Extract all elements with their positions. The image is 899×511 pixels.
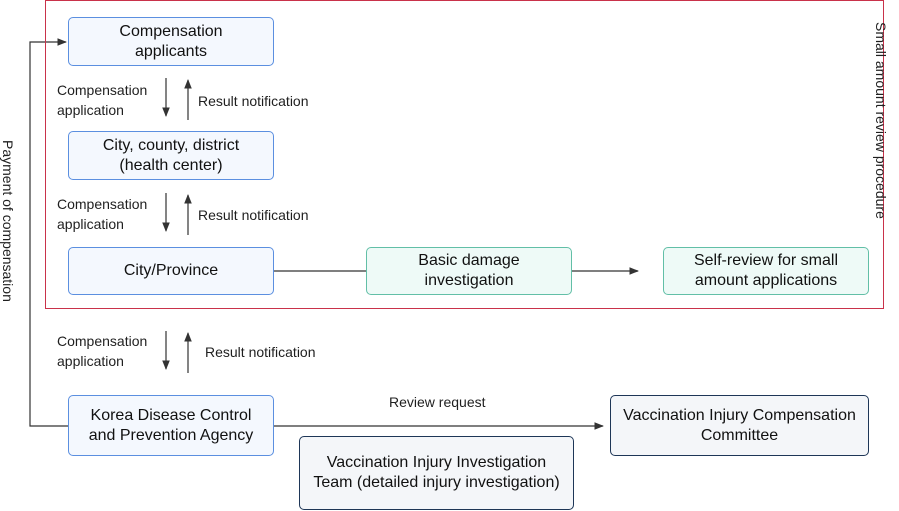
- compensation-committee-text: Vaccination Injury Compensation Committe…: [623, 406, 856, 444]
- region-label: Small amount review procedure: [873, 22, 889, 219]
- label-notification-3: Result notification: [205, 344, 316, 360]
- compensation-applicants-text: Compensation applicants: [119, 22, 223, 60]
- label-notification-2: Result notification: [198, 207, 309, 223]
- payment-label: Payment of compensation: [0, 140, 16, 302]
- basic-damage-investigation-box: Basic damage investigation: [366, 247, 572, 295]
- investigation-team-text: Vaccination Injury Investigation Team (d…: [313, 454, 560, 491]
- label-application-3: Compensation application: [57, 333, 148, 369]
- arrow-payment-loop: [29, 38, 68, 427]
- kdca-text: Korea Disease Control and Prevention Age…: [88, 406, 254, 444]
- compensation-committee-box: Vaccination Injury Compensation Committe…: [610, 395, 869, 456]
- label-application-2: Compensation application: [57, 196, 148, 232]
- label-review-request: Review request: [389, 394, 486, 410]
- investigation-team-box: Vaccination Injury Investigation Team (d…: [299, 436, 574, 510]
- self-review-text: Self-review for small amount application…: [693, 252, 839, 289]
- kdca-box: Korea Disease Control and Prevention Age…: [68, 395, 274, 456]
- city-county-district-box: City, county, district (health center): [68, 131, 274, 180]
- city-county-district-text: City, county, district (health center): [102, 136, 240, 174]
- self-review-box: Self-review for small amount application…: [663, 247, 869, 295]
- compensation-applicants-box: Compensation applicants: [68, 17, 274, 66]
- city-province-text: City/Province: [123, 262, 219, 279]
- small-amount-review-region: [45, 0, 884, 309]
- label-application-1: Compensation application: [57, 82, 148, 118]
- basic-damage-investigation-text: Basic damage investigation: [418, 252, 520, 289]
- city-province-box: City/Province: [68, 247, 274, 295]
- label-notification-1: Result notification: [198, 93, 309, 109]
